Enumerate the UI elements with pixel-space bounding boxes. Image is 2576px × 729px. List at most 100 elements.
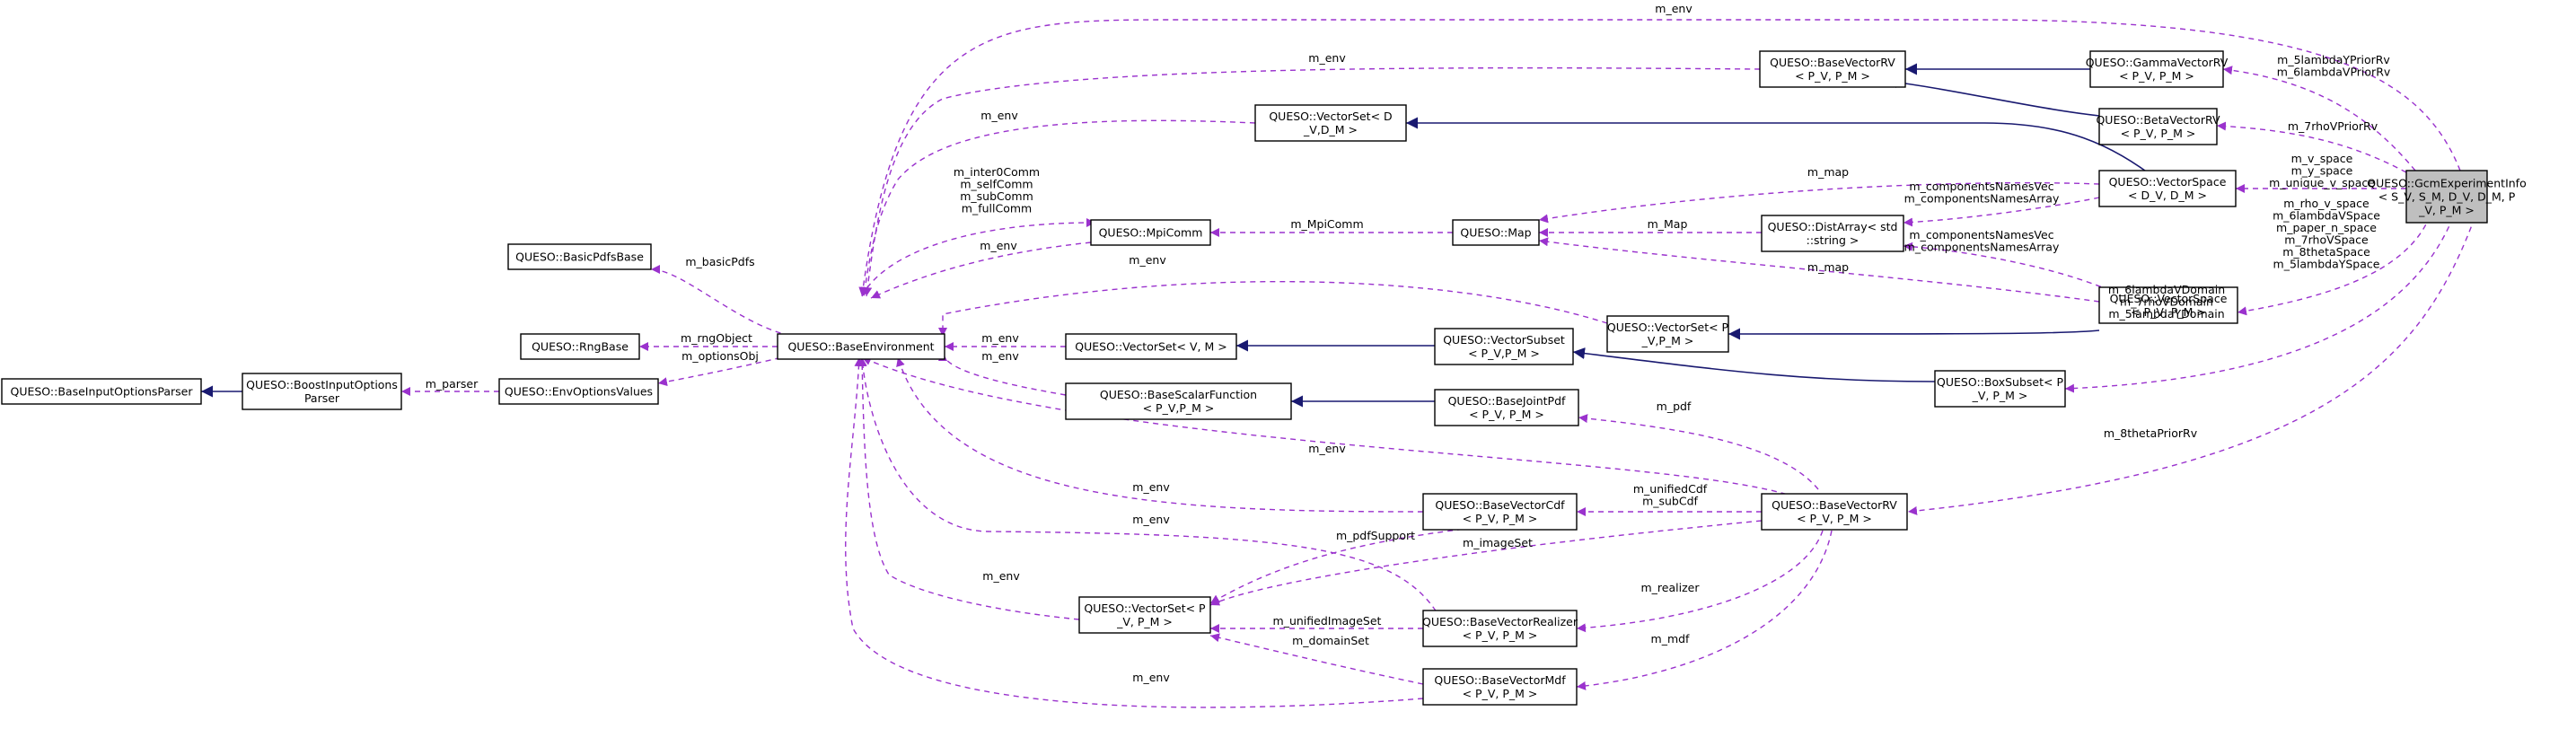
edge-label-line: m_y_space [2291, 164, 2353, 178]
edge-label-image-set: m_imageSet [1463, 536, 1533, 549]
node-gcm[interactable]: QUESO::GcmExperimentInfo< S_V, S_M, D_V,… [2367, 170, 2527, 224]
edge-label-line: m_7rhoVDomain [2120, 295, 2213, 309]
edge-label-line: m_8thetaSpace [2282, 245, 2370, 259]
node-label-line: QUESO::VectorSet< D [1269, 110, 1392, 123]
node-vector-space-dvdm[interactable]: QUESO::VectorSpace< D_V, D_M > [2098, 170, 2237, 207]
edge-label-env-vset-dvdm: m_env [980, 109, 1018, 122]
node-box [1254, 104, 1407, 142]
node-base-vector-rv-top[interactable]: QUESO::BaseVectorRV< P_V, P_M > [1759, 50, 1906, 88]
edge-label-line: m_env [1132, 513, 1170, 526]
node-label-line: QUESO::VectorSpace [2109, 175, 2227, 189]
node-label-line: QUESO::GcmExperimentInfo [2367, 177, 2526, 190]
edge-label-line: m_6lambdaVSpace [2273, 209, 2380, 223]
edge-label-line: m_env [980, 239, 1017, 252]
node-label-line: < P_V, P_M > [2119, 69, 2194, 83]
edge-label-line: m_realizer [1641, 581, 1701, 594]
edge-label-line: m_5lambdaYDomain [2108, 307, 2224, 321]
edge-mpicomm-members [861, 218, 1096, 297]
node-base-scalar-function[interactable]: QUESO::BaseScalarFunction< P_V,P_M > [1065, 382, 1292, 420]
edge-spaces-pvpm [2237, 206, 2434, 316]
edge-label-theta-rv: m_8thetaPriorRv [2104, 426, 2198, 440]
node-box [242, 373, 402, 410]
edge-label-line: m_unifiedCdf [1633, 482, 1708, 496]
node-dist-array[interactable]: QUESO::DistArray< std::string > [1761, 215, 1904, 252]
edge-domains [2064, 207, 2457, 393]
edge-label-mpi-members: m_inter0Commm_selfCommm_subCommm_fullCom… [954, 165, 1040, 215]
node-label-line: QUESO::BoostInputOptions [246, 378, 398, 391]
edge-label-line: m_domainSet [1292, 634, 1369, 647]
node-box [2098, 286, 2238, 324]
edge-label-line: m_env [1132, 671, 1170, 684]
node-base-input-options-parser[interactable]: QUESO::BaseInputOptionsParser [1, 378, 202, 405]
edge-label-env-cdf: m_env [1132, 480, 1170, 494]
edge-label-line: m_env [981, 331, 1019, 345]
edge-env-cdf [896, 356, 1424, 513]
node-box [498, 378, 659, 405]
node-box [2089, 50, 2224, 88]
node-label-line: _V,P_M > [1641, 334, 1694, 347]
node-label-line: QUESO::GammaVectorRV [2086, 56, 2229, 69]
node-vector-set-pvpm-bottom[interactable]: QUESO::VectorSet< P_V, P_M > [1078, 596, 1211, 634]
node-label-line: _V, P_M > [1116, 615, 1173, 628]
node-box-subset[interactable]: QUESO::BoxSubset< P_V, P_M > [1934, 370, 2066, 408]
edge-label-rng-object: m_rngObject [681, 331, 752, 345]
edge-label-env-mdf: m_env [1132, 671, 1170, 684]
edge-beta-rv [2216, 121, 2407, 173]
node-base-vector-cdf[interactable]: QUESO::BaseVectorCdf< P_V, P_M > [1422, 493, 1578, 531]
node-box [1434, 328, 1574, 365]
node-gamma-vector-rv[interactable]: QUESO::GammaVectorRV< P_V, P_M > [2086, 50, 2229, 88]
edge-env-bvrv-bottom [861, 356, 1806, 502]
edge-env-top [858, 19, 2461, 297]
edge-options-obj [657, 355, 791, 387]
edge-label-line: m_componentsNamesArray [1904, 241, 2060, 254]
node-label-line: QUESO::EnvOptionsValues [505, 385, 653, 399]
edge-label-mdf: m_mdf [1651, 632, 1691, 646]
edge-components-dvdm [1903, 197, 2100, 227]
edge-label-line: m_env [1132, 480, 1170, 494]
edge-boxsubset-to-vsubset [1572, 347, 1936, 382]
edge-label-mpicomm-map: m_MpiComm [1290, 217, 1363, 231]
node-mpi-comm[interactable]: QUESO::MpiComm [1090, 219, 1211, 246]
node-label-line: QUESO::BaseInputOptionsParser [10, 385, 193, 399]
node-label-line: QUESO::BaseEnvironment [787, 340, 934, 354]
edge-label-components-dvdm: m_componentsNamesVecm_componentsNamesArr… [1904, 180, 2060, 206]
node-vector-set-vm[interactable]: QUESO::VectorSet< V, M > [1065, 333, 1237, 360]
node-rng-base[interactable]: QUESO::RngBase [520, 333, 640, 360]
node-label-line: QUESO::DistArray< std [1768, 220, 1898, 233]
node-box [1934, 370, 2066, 408]
node-base-vector-realizer[interactable]: QUESO::BaseVectorRealizer< P_V, P_M > [1422, 610, 1578, 647]
edge-env-vset-dvdm [860, 119, 1256, 297]
edge-label-line: m_unifiedImageSet [1273, 614, 1382, 628]
node-label-line: QUESO::BaseVectorRealizer [1422, 615, 1578, 628]
node-map[interactable]: QUESO::Map [1452, 219, 1540, 246]
node-vector-space-pvpm[interactable]: QUESO::VectorSpace< P_V, P_M > [2098, 286, 2238, 324]
node-label-line: < P_V, P_M > [1797, 512, 1872, 525]
edge-label-line: m_fullComm [962, 202, 1032, 215]
node-beta-vector-rv[interactable]: QUESO::BetaVectorRV< P_V, P_M > [2096, 108, 2220, 145]
node-base-vector-rv-bottom[interactable]: QUESO::BaseVectorRV< P_V, P_M > [1761, 493, 1908, 531]
node-label-line: QUESO::VectorSet< V, M > [1075, 340, 1226, 354]
node-base-vector-mdf[interactable]: QUESO::BaseVectorMdf< P_V, P_M > [1422, 668, 1578, 706]
edge-basic-pdfs [650, 265, 791, 337]
node-vector-set-dvdm[interactable]: QUESO::VectorSet< D_V,D_M > [1254, 104, 1407, 142]
edge-label-line: m_subComm [960, 189, 1033, 203]
node-label-line: < D_V, D_M > [2128, 189, 2207, 202]
edge-label-line: m_mdf [1651, 632, 1691, 646]
edge-beta-to-bvrv [1885, 76, 2100, 117]
edge-label-line: m_7rhoVSpace [2284, 233, 2369, 247]
node-env-options-values[interactable]: QUESO::EnvOptionsValues [498, 378, 659, 405]
node-base-environment[interactable]: QUESO::BaseEnvironment [777, 333, 945, 360]
node-base-joint-pdf[interactable]: QUESO::BaseJointPdf< P_V, P_M > [1434, 389, 1579, 426]
node-basic-pdfs-base[interactable]: QUESO::BasicPdfsBase [507, 243, 652, 270]
edge-label-env-mpicomm: m_env [980, 239, 1017, 252]
edge-label-line: m_componentsNamesArray [1904, 192, 2060, 206]
edge-pdf [1578, 414, 1819, 490]
node-vector-subset[interactable]: QUESO::VectorSubset< P_V,P_M > [1434, 328, 1574, 365]
edge-label-line: m_inter0Comm [954, 165, 1040, 179]
edge-label-line: m_selfComm [960, 178, 1033, 191]
edge-label-line: m_paper_n_space [2276, 221, 2377, 234]
node-vector-set-pvpm-top[interactable]: QUESO::VectorSet< P_V,P_M > [1606, 315, 1729, 353]
